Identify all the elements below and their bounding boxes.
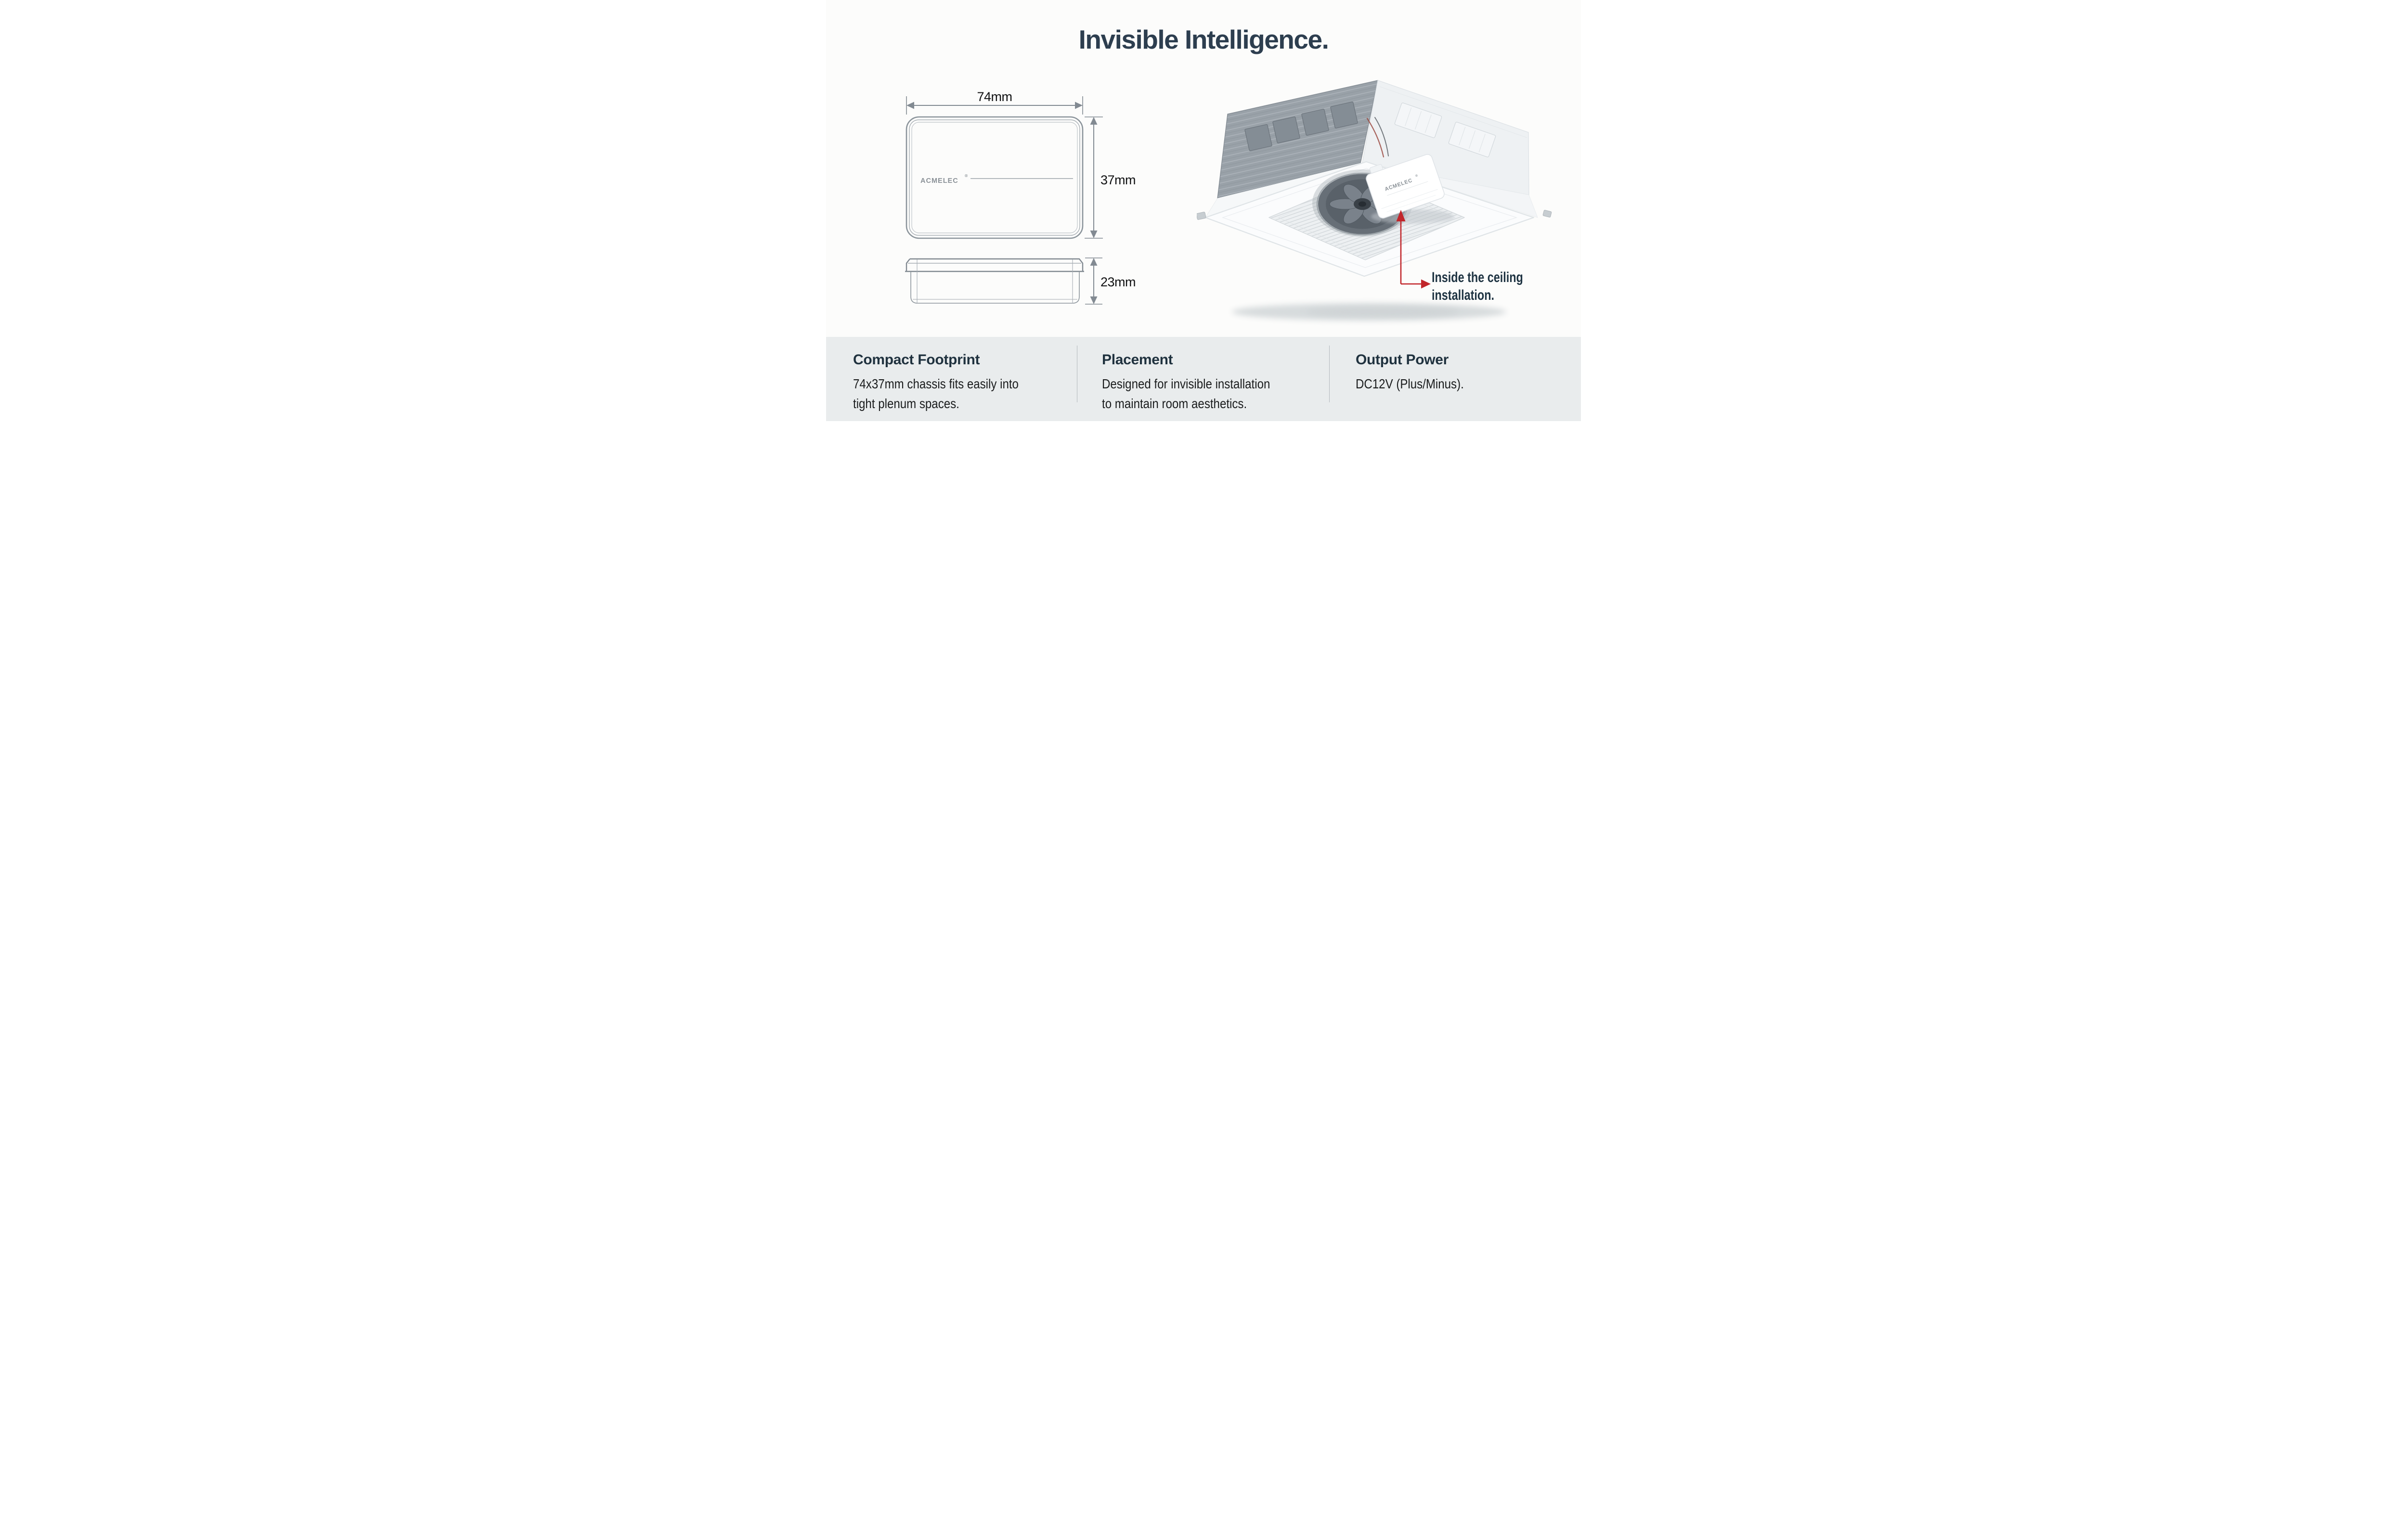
footer-col-output-power: Output Power DC12V (Plus/Minus). [1356, 352, 1481, 394]
depth-dimension-label: 23mm [1100, 275, 1136, 289]
callout-line: installation. [1432, 287, 1495, 303]
registered-mark-icon: ® [965, 173, 968, 178]
red-callout-arrow [1396, 210, 1431, 289]
footer-col-placement: Placement Designed for invisible install… [1102, 352, 1297, 413]
face-plate-inner-rim [1222, 168, 1518, 268]
ceiling-unit-render: ACMELEC ® [1197, 80, 1552, 321]
arrow-left-icon [906, 102, 914, 109]
device-side-view [905, 258, 1084, 304]
footer-body: Designed for invisible installation to m… [1102, 376, 1270, 411]
wire-red [1366, 117, 1385, 158]
front-mid-outline [909, 119, 1080, 236]
registered-mark-icon: ® [1415, 174, 1418, 178]
arrow-up-icon [1396, 210, 1406, 221]
width-dimension: 74mm [906, 90, 1083, 115]
infographic-page: Invisible Intelligence. 74mm ACMELEC ® [826, 0, 1581, 421]
footer-divider [1329, 346, 1330, 402]
height-dimension-label: 37mm [1100, 173, 1136, 187]
brand-logo-text: ACMELEC [920, 177, 958, 185]
footer-col-compact-footprint: Compact Footprint 74x37mm chassis fits e… [853, 352, 1046, 413]
device-front-view: ACMELEC ® [906, 116, 1084, 239]
mounting-bracket-left [1197, 212, 1206, 220]
arrow-up-icon [1090, 258, 1098, 266]
side-body-outline [910, 271, 1080, 304]
coil-louver-window [1272, 116, 1300, 143]
arrow-up-icon [1090, 117, 1098, 125]
footer-body: 74x37mm chassis fits easily into tight p… [853, 376, 1019, 411]
front-inner-outline [911, 122, 1078, 233]
footer-heading: Compact Footprint [853, 352, 980, 368]
control-box: ACMELEC ® [1366, 154, 1445, 218]
footer-heading: Placement [1102, 352, 1173, 368]
arrow-down-icon [1090, 231, 1098, 238]
page-title: Invisible Intelligence. [1078, 25, 1329, 54]
vent-grid [1394, 103, 1442, 138]
control-box-body [1366, 154, 1445, 218]
front-outer-outline [906, 116, 1084, 239]
coil-louver-window [1330, 102, 1358, 128]
callout-line: Inside the ceiling [1432, 270, 1523, 285]
vent-grid [1448, 122, 1496, 157]
width-dimension-label: 74mm [977, 90, 1012, 104]
arrow-down-icon [1090, 296, 1098, 304]
footer: Compact Footprint 74x37mm chassis fits e… [826, 337, 1581, 421]
coil-face [1217, 80, 1378, 199]
side-lid-outline [906, 258, 1084, 271]
mounting-bracket-right [1542, 210, 1552, 218]
unit-shadow-core [1305, 307, 1459, 317]
footer-body: DC12V (Plus/Minus). [1356, 376, 1464, 391]
footer-heading: Output Power [1356, 352, 1449, 368]
coil-louver-window [1244, 124, 1272, 151]
depth-dimension: 23mm [1085, 257, 1136, 305]
dimension-diagram: 74mm ACMELEC ® 37mm [905, 90, 1136, 305]
callout-text: Inside the ceiling installation. [1432, 269, 1544, 304]
wire-dark [1374, 117, 1389, 156]
side-panel-seam [1379, 86, 1527, 138]
coil-louver-window [1301, 109, 1329, 136]
arrow-right-icon [1075, 102, 1083, 109]
height-dimension: 37mm [1085, 116, 1136, 239]
arrow-right-icon [1421, 279, 1431, 289]
